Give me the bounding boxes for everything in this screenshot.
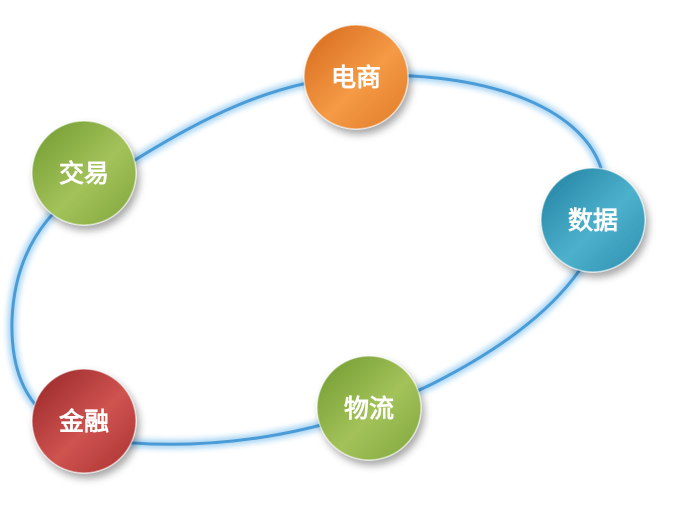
node-finance-label: 金融 (58, 407, 109, 436)
node-trade: 交易 (31, 120, 137, 226)
node-ecommerce-label: 电商 (331, 63, 381, 92)
node-trade-circle (31, 120, 137, 226)
node-ecommerce: 电商 (303, 24, 409, 130)
node-data-circle (540, 167, 646, 273)
node-trade-label: 交易 (59, 159, 109, 188)
node-data-label: 数据 (568, 206, 618, 235)
node-data: 数据 (540, 167, 646, 273)
node-finance: 金融 (31, 368, 137, 474)
node-logistics-circle (316, 355, 422, 461)
node-finance-circle (31, 368, 137, 474)
node-logistics: 物流 (316, 355, 422, 461)
node-ecommerce-circle (303, 24, 409, 130)
node-logistics-label: 物流 (344, 394, 394, 423)
